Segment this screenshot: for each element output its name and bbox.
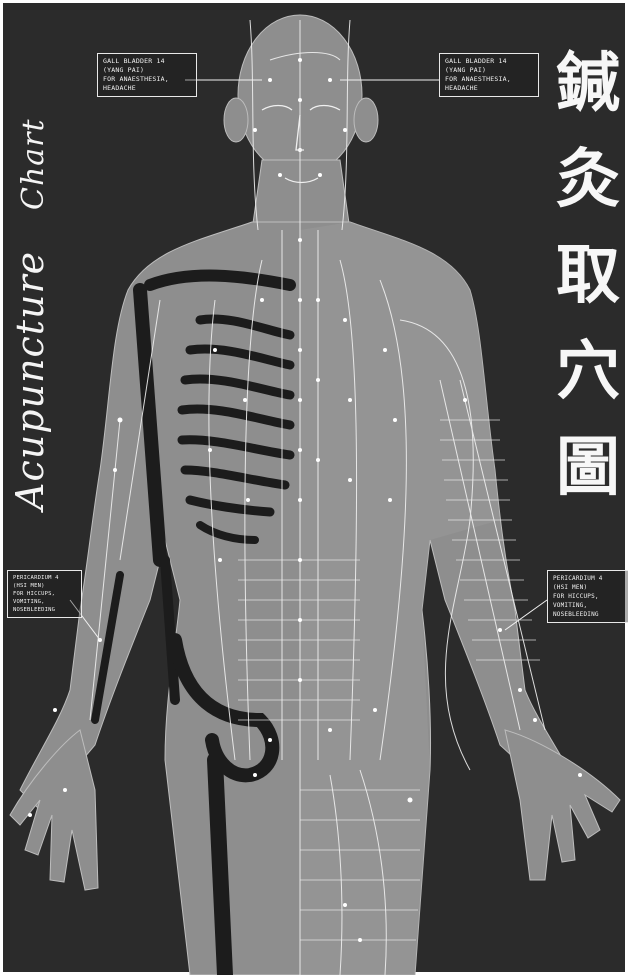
chinese-title-column: 鍼 灸 取 穴 圖 — [548, 36, 628, 516]
callout-gall-bladder-left: GALL BLADDER 14 (YANG PAI) FOR ANAESTHES… — [97, 53, 197, 97]
callout-gall-bladder-right: GALL BLADDER 14 (YANG PAI) FOR ANAESTHES… — [439, 53, 539, 97]
vertical-title-acupuncture: Acupuncture — [8, 251, 52, 510]
callout-pericardium-left: PERICARDIUM 4 (HSI MEN) FOR HICCUPS, VOM… — [7, 570, 82, 618]
chinese-char-2: 灸 — [548, 132, 628, 228]
chinese-char-3: 取 — [548, 228, 628, 324]
chinese-char-5: 圖 — [548, 420, 628, 516]
chinese-char-4: 穴 — [548, 324, 628, 420]
chinese-char-1: 鍼 — [548, 36, 628, 132]
vertical-title-chart: Chart — [16, 118, 51, 210]
callout-pericardium-right: PERICARDIUM 4 (HSI MEN) FOR HICCUPS, VOM… — [547, 570, 628, 623]
